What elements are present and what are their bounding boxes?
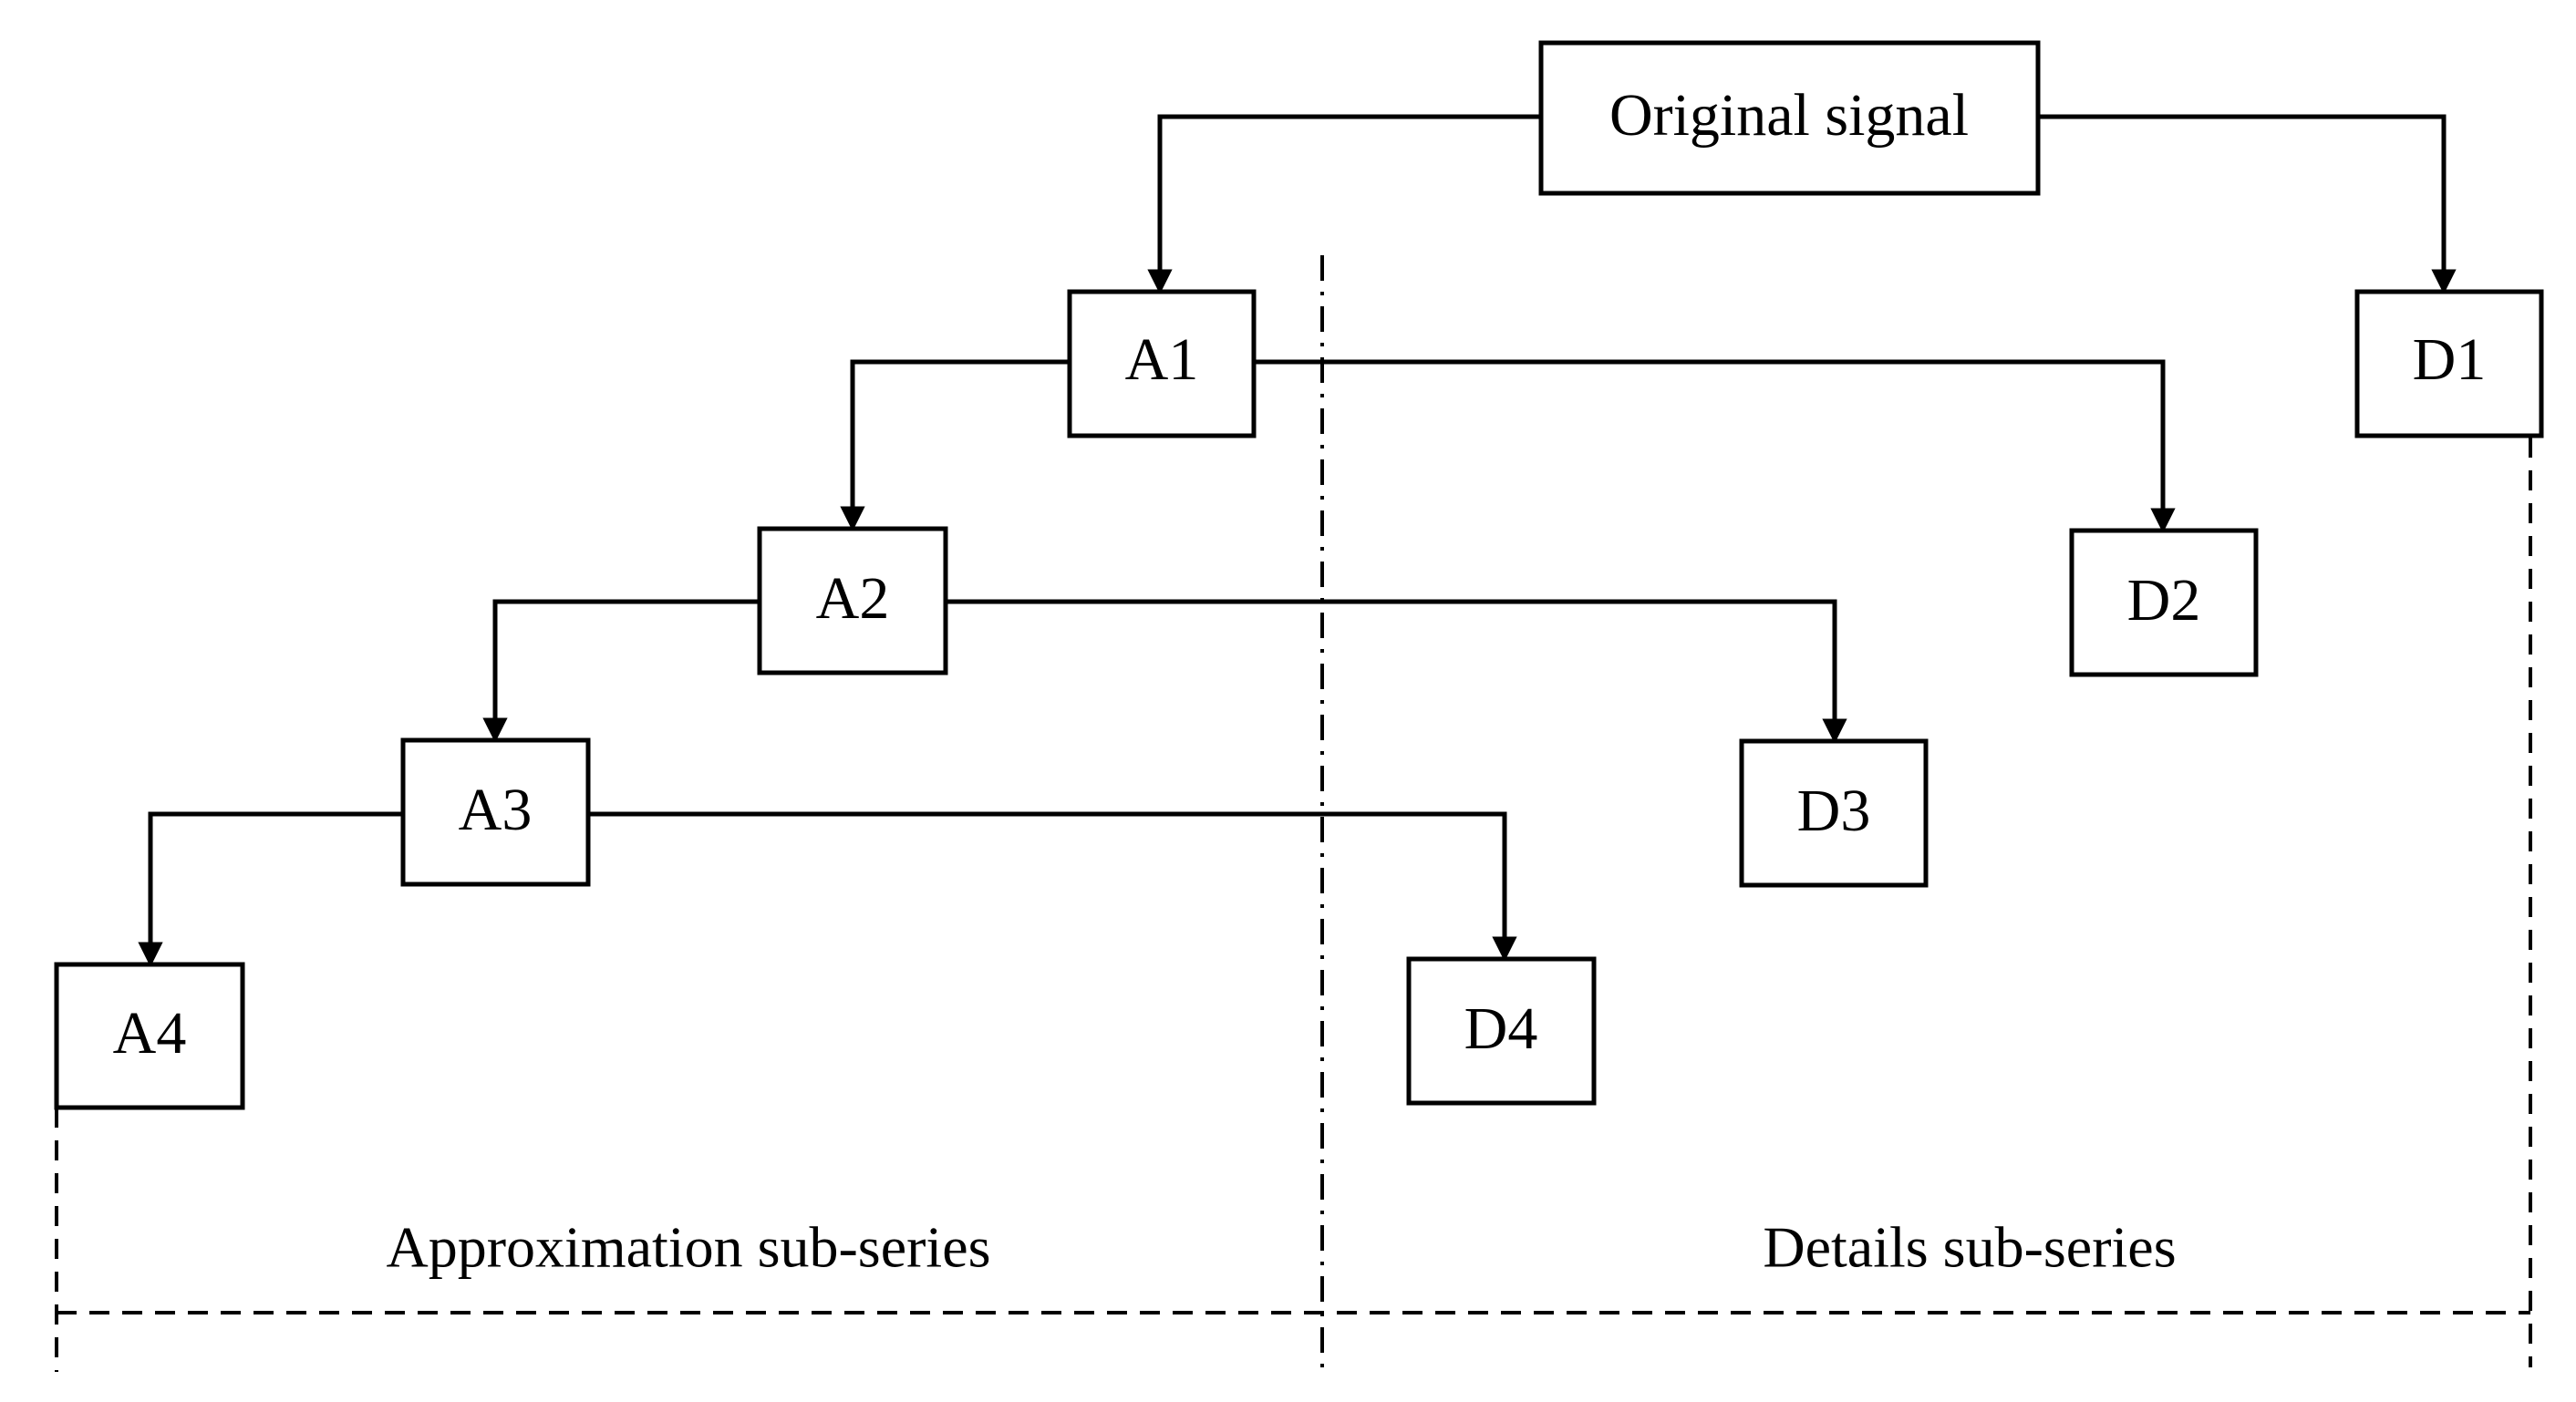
edge-a3-to-d4 [588,811,1517,962]
edge-a2-to-d3 [946,599,1847,744]
node-original-signal-label: Original signal [1609,82,1969,149]
node-d4-label: D4 [1464,995,1538,1062]
node-a2: A2 [757,526,948,675]
node-d3: D3 [1739,738,1929,888]
node-a4-label: A4 [113,1000,187,1067]
node-a1-label: A1 [1125,326,1199,393]
node-d2: D2 [2069,528,2259,677]
edge-a1-to-d2 [1254,359,2176,533]
node-a3-label: A3 [459,777,533,843]
node-d1-label: D1 [2413,326,2487,393]
edge-original-to-a1 [1147,114,1541,294]
details-section-label: Details sub-series [1763,1215,2176,1280]
node-original-signal: Original signal [1538,40,2041,196]
node-d1: D1 [2354,289,2544,438]
edge-a2-to-a3 [482,599,760,743]
approximation-section-label: Approximation sub-series [387,1215,991,1280]
node-d2-label: D2 [2127,567,2201,634]
node-a2-label: A2 [816,565,890,632]
node-a1: A1 [1067,289,1257,438]
node-d3-label: D3 [1797,778,1871,844]
node-d4: D4 [1406,956,1597,1106]
edge-original-to-d1 [2038,114,2457,294]
node-a3: A3 [400,737,591,887]
edge-a1-to-a2 [840,359,1070,531]
node-a4: A4 [54,962,245,1110]
edge-a3-to-a4 [138,811,403,967]
